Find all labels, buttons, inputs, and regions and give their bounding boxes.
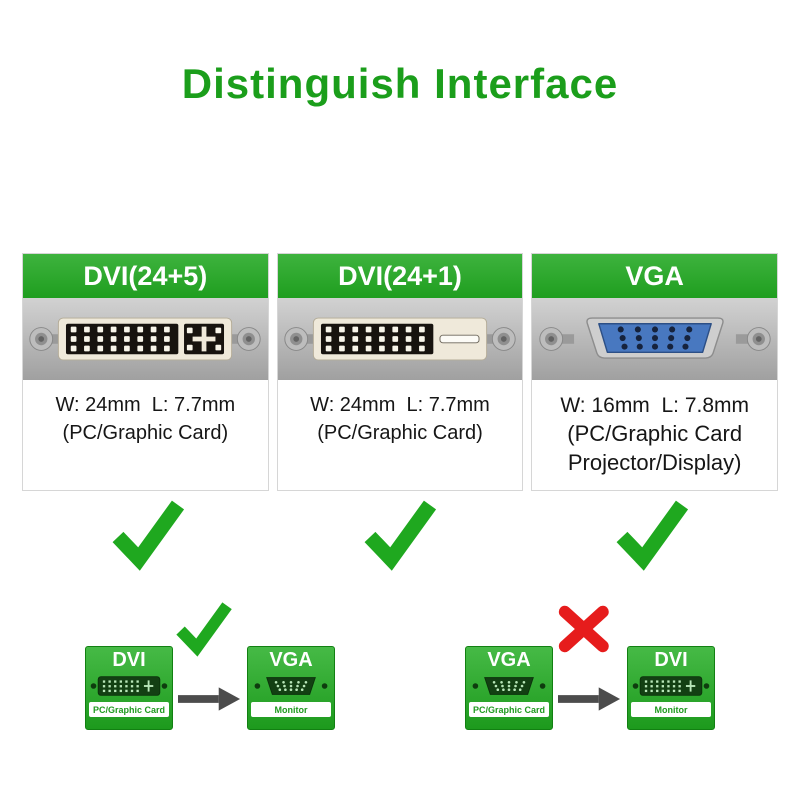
usage-note: (PC/Graphic Card) (317, 422, 483, 444)
arrow-wrap (178, 685, 242, 718)
usage-note: (PC/Graphic Card) (62, 422, 229, 444)
connector-photo-band (277, 298, 523, 380)
card-text: W: 24mm L: 7.7mm (PC/Graphic Card) (278, 380, 523, 459)
dvi-24-5-connector-icon (29, 317, 261, 361)
check-icon (616, 500, 689, 571)
compatibility-diagrams: DVI PC/Graphic Card (0, 598, 800, 730)
interface-cards: DVI(24+5) (22, 253, 779, 491)
dvi-24-1-connector-icon (284, 317, 516, 361)
screw-nut-icon (284, 327, 309, 351)
mini-block-title: VGA (487, 649, 531, 671)
card-header-dvi-24-1: DVI(24+1) (277, 254, 523, 298)
mini-block-title: VGA (269, 649, 313, 671)
mini-block-label: PC/Graphic Card (89, 702, 169, 717)
mini-block-dvi-source: DVI PC/Graphic Card (85, 646, 173, 730)
arrow-wrap (558, 685, 622, 718)
connector-photo-band (532, 298, 778, 380)
check-icon (364, 500, 437, 571)
screw-nut-icon (746, 327, 771, 351)
arrow-right-icon (178, 686, 241, 711)
check-cell (526, 495, 778, 575)
mini-block-label: Monitor (251, 702, 331, 717)
screw-nut-icon (29, 327, 54, 351)
mini-block-vga-source: VGA PC/Graphic Card (465, 646, 553, 730)
vga-mini-connector-icon (254, 677, 328, 695)
connector-photo-band (23, 298, 268, 380)
dimensions-text: W: 16mm L: 7.8mm (560, 394, 749, 417)
mini-block-title: DVI (654, 649, 688, 671)
check-icon (112, 500, 185, 571)
arrow-right-icon (558, 686, 621, 711)
vga-mini-connector-icon (472, 677, 546, 695)
screw-nut-icon (237, 327, 261, 351)
screw-nut-icon (539, 327, 563, 351)
usage-note: (PC/Graphic Card (567, 421, 743, 446)
mini-block-title: DVI (112, 649, 146, 671)
usage-note-2: Projector/Display) (567, 450, 742, 475)
card-header-dvi-24-5: DVI(24+5) (23, 254, 268, 298)
cross-icon (558, 605, 609, 653)
dvi-mini-connector-icon (90, 676, 168, 696)
card-text: W: 16mm L: 7.8mm (PC/Graphic Card Projec… (532, 380, 777, 490)
card-vga: VGA (531, 253, 779, 491)
check-icon (176, 602, 232, 657)
vga-to-dvi-diagram: VGA PC/Graphic Card (465, 598, 715, 730)
check-cell (22, 495, 274, 575)
mini-block-label: PC/Graphic Card (469, 702, 549, 717)
vga-connector-icon (539, 317, 771, 359)
mini-block-vga-target: VGA Monitor (247, 646, 335, 730)
dimensions-text: W: 24mm L: 7.7mm (310, 394, 490, 416)
page-title: Distinguish Interface (181, 60, 619, 107)
card-header-vga: VGA (532, 254, 778, 298)
card-dvi-24-1: DVI(24+1) (276, 253, 524, 491)
card-text: W: 24mm L: 7.7mm (PC/Graphic Card) (23, 380, 268, 459)
screw-nut-icon (491, 327, 516, 351)
check-cell (274, 495, 526, 575)
card-dvi-24-5: DVI(24+5) (22, 253, 269, 491)
mini-block-label: Monitor (631, 702, 711, 717)
dvi-to-vga-diagram: DVI PC/Graphic Card (85, 598, 335, 730)
mini-block-dvi-target: DVI Monitor (627, 646, 715, 730)
dvi-mini-connector-icon (632, 676, 710, 696)
column-verdicts (22, 495, 778, 575)
dimensions-text: W: 24mm L: 7.7mm (55, 394, 236, 416)
